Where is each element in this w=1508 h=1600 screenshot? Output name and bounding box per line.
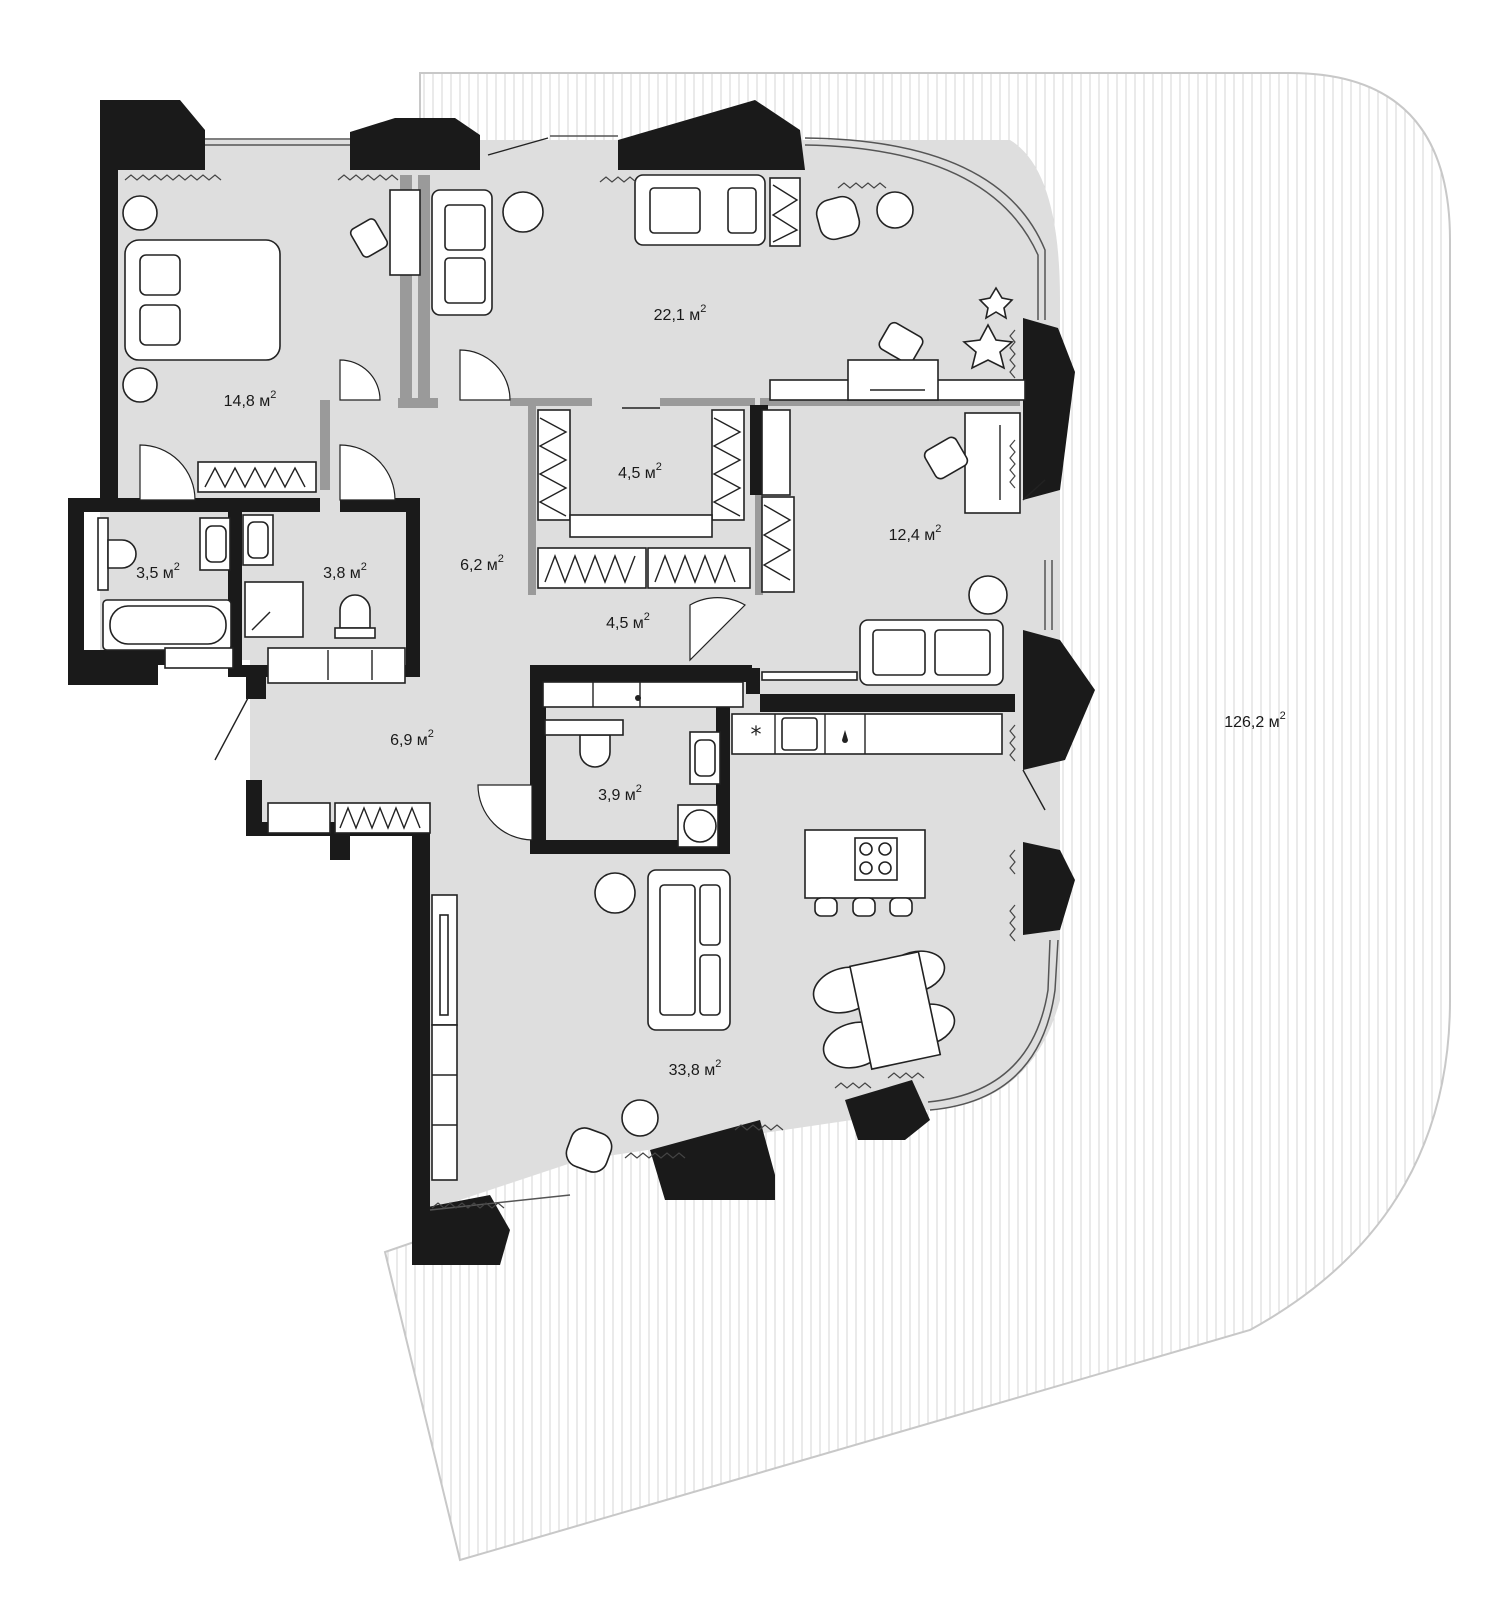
- armchair-icon: [878, 321, 924, 365]
- wardrobe-icon: [537, 409, 745, 538]
- side-table-icon: [876, 191, 914, 229]
- water-drop-icon: [842, 730, 848, 743]
- kitchen-counter: *: [731, 713, 1003, 755]
- wardrobe-icon: [267, 802, 431, 834]
- area-label-entry: 6,9 м2: [390, 728, 434, 749]
- area-label-bathroom-3: 3,9 м2: [598, 783, 642, 804]
- desk-icon: [769, 359, 1026, 401]
- shelf-icon: [769, 177, 801, 247]
- doors: [139, 137, 1046, 841]
- area-label-living-north: 22,1 м2: [654, 303, 707, 324]
- plant-icon: [962, 286, 1014, 370]
- area-label-hall: 6,2 м2: [460, 553, 504, 574]
- shelf-icon: [761, 671, 858, 681]
- cabinet-icon: [267, 647, 406, 684]
- armchair-icon: [815, 195, 861, 241]
- cooktop-icon: [804, 829, 926, 917]
- walls: [68, 100, 1095, 1265]
- toilet-icon: [579, 734, 611, 768]
- desk-icon: [389, 189, 421, 276]
- area-label-bedroom: 14,8 м2: [224, 389, 277, 410]
- sofa-icon: [431, 189, 493, 316]
- toilet-icon: [339, 594, 371, 629]
- sofa-icon: [647, 869, 731, 1031]
- desk-icon: [964, 412, 1021, 514]
- wardrobe-icon: [197, 461, 317, 493]
- nightstand-icon: [122, 367, 158, 403]
- nightstand-icon: [122, 195, 158, 231]
- area-label-office: 12,4 м2: [889, 523, 942, 544]
- armchair-icon: [349, 218, 389, 258]
- area-label-living-kitchen: 33,8 м2: [669, 1058, 722, 1079]
- side-table-icon: [594, 872, 636, 914]
- sofa-icon: [634, 174, 766, 246]
- area-label-wardrobe-center: 4,5 м2: [618, 461, 662, 482]
- area-label-bathroom-1: 3,5 м2: [136, 561, 180, 582]
- area-label-terrace: 126,2 м2: [1224, 710, 1286, 731]
- toilet-icon: [107, 539, 137, 569]
- double-bed-icon: [124, 239, 281, 361]
- area-label-corridor: 4,5 м2: [606, 611, 650, 632]
- snowflake-icon: *: [751, 723, 762, 748]
- wardrobe-icon: [537, 409, 795, 593]
- armchair-icon: [923, 436, 969, 480]
- cabinet-icon: [542, 681, 744, 708]
- handle-icon: [635, 695, 641, 701]
- dining-table-icon: [812, 950, 956, 1071]
- armchair-icon: [565, 1127, 613, 1173]
- side-table-icon: [968, 575, 1008, 615]
- kitchen-sink-icon: [781, 717, 818, 751]
- sofa-icon: [859, 619, 1004, 686]
- area-labels: 14,8 м2 22,1 м2 4,5 м2 3,5 м2 3,8 м2 6,2…: [136, 303, 1286, 1079]
- side-table-icon: [502, 191, 544, 233]
- washing-machine-icon: [677, 804, 719, 848]
- area-label-bathroom-2: 3,8 м2: [323, 561, 367, 582]
- windows: [205, 135, 1059, 1211]
- radiators: [124, 174, 1016, 1209]
- cabinet-icon: [164, 647, 234, 669]
- shelf-icon: [97, 517, 109, 591]
- side-table-icon: [621, 1099, 659, 1137]
- bathtub-icon: [102, 599, 232, 651]
- furniture: *: [97, 174, 1026, 1181]
